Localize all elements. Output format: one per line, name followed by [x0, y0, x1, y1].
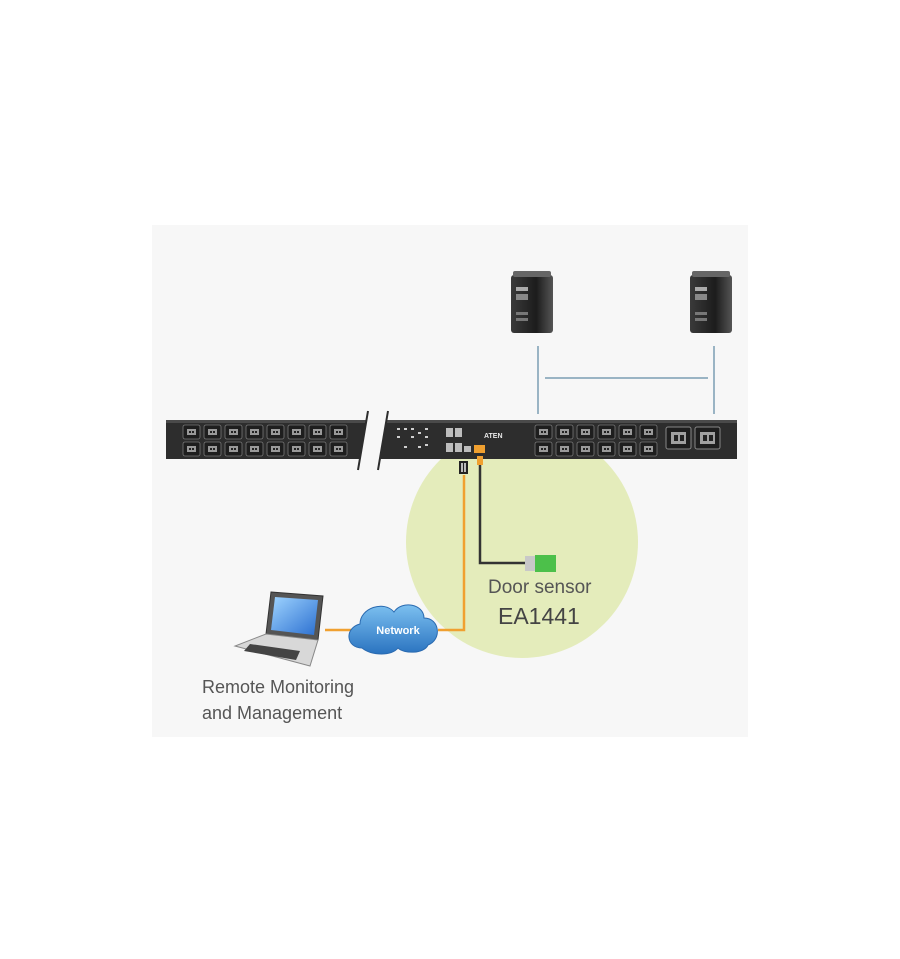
server-icon	[511, 271, 553, 333]
remote-label-line2: and Management	[202, 703, 343, 723]
cloud-icon: Network	[348, 604, 438, 655]
door-sensor-label: Door sensor	[488, 577, 592, 598]
remote-monitoring-label: Remote Monitoring and Management	[202, 674, 354, 726]
laptop-icon	[233, 591, 324, 667]
outlet-icon	[665, 426, 721, 450]
remote-label-line1: Remote Monitoring	[202, 677, 355, 697]
door-sensor-icon	[525, 555, 556, 572]
pdu-unit: ATEN	[166, 410, 737, 471]
network-label: Network	[376, 625, 420, 637]
model-label: EA1441	[498, 603, 580, 629]
server-icon	[690, 271, 732, 333]
server-connection-lines	[537, 346, 715, 414]
network-cable	[325, 461, 468, 632]
sensor-cable	[477, 456, 527, 565]
pdu-logo: ATEN	[484, 433, 503, 440]
